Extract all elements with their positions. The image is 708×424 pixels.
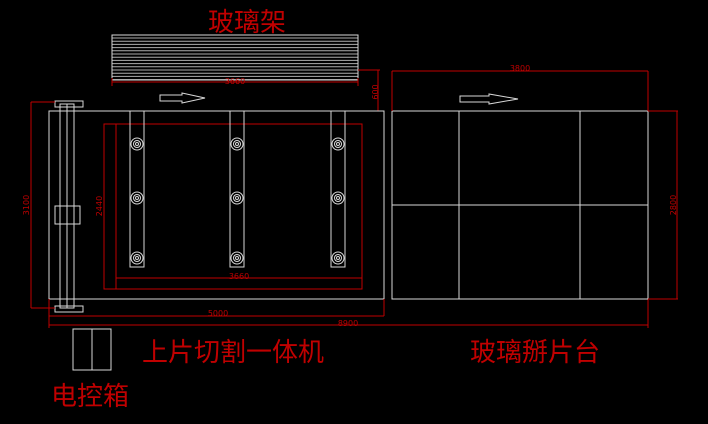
title-glass-rack: 玻璃架	[208, 8, 286, 38]
roller-icon	[230, 137, 244, 151]
breaking-table	[391, 110, 649, 300]
dim-table-width: 2800	[669, 195, 678, 215]
support-rail	[330, 110, 346, 268]
dim-table-length: 3800	[510, 64, 530, 73]
roller-icon	[331, 191, 345, 205]
cutting-head	[54, 205, 81, 225]
dim-rack-gap: 600	[371, 84, 380, 99]
roller-icon	[130, 191, 144, 205]
title-control-box: 电控箱	[51, 382, 129, 412]
table-width-dimension: 2800	[648, 110, 678, 300]
title-breaking-table: 玻璃掰片台	[470, 338, 600, 368]
machine-length-dimension: 5000	[48, 299, 385, 328]
machine-width-dimension: 3100	[22, 101, 55, 309]
dim-machine-length: 5000	[208, 309, 228, 318]
roller-icon	[230, 251, 244, 265]
cutting-gantry[interactable]	[54, 100, 84, 313]
roller-icon	[331, 137, 345, 151]
glass-sheet-outline	[103, 123, 363, 290]
machine-frame	[48, 110, 385, 300]
total-length-dimension: 8900	[49, 299, 649, 328]
support-rail	[229, 110, 245, 268]
roller-icon	[230, 191, 244, 205]
rack-dimension: 3660	[111, 77, 359, 86]
roller-icon	[130, 251, 144, 265]
support-rail	[129, 110, 145, 268]
dim-glass-height: 2440	[95, 196, 104, 216]
direction-arrow-icon	[159, 92, 206, 104]
glass-rack	[111, 34, 359, 81]
rack-gap-dimension: 600	[358, 69, 380, 111]
roller-icon	[130, 137, 144, 151]
dim-rack-length: 3660	[225, 77, 245, 86]
title-loading-cutting-machine: 上片切割一体机	[142, 338, 324, 368]
direction-arrow-icon	[459, 93, 519, 105]
control-box	[72, 328, 112, 371]
roller-icon	[331, 251, 345, 265]
table-length-dimension: 3800	[391, 64, 649, 111]
dim-glass-length: 3660	[229, 272, 249, 281]
dim-total-length: 8900	[338, 319, 358, 328]
support-rails	[129, 110, 346, 268]
dim-machine-width: 3100	[22, 195, 31, 215]
